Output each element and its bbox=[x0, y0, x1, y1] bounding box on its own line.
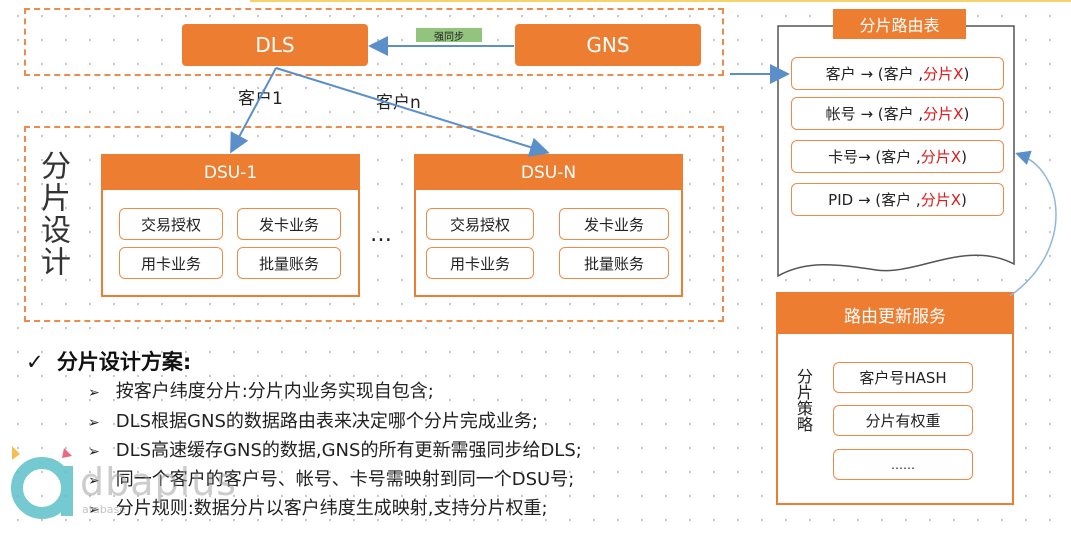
sync-badge: 强同步 bbox=[416, 28, 482, 43]
dsu-header-n: DSU-N bbox=[416, 156, 681, 190]
gns-label: GNS bbox=[586, 33, 630, 57]
plan-bullet-4: ➢ 同一个客户的客户号、帐号、卡号需映射到同一个DSU号; bbox=[88, 465, 574, 491]
routing-table-title: 分片路由表 bbox=[859, 16, 940, 35]
route-row-pid-suffix: ) bbox=[960, 190, 967, 209]
dsu-title-n: DSU-N bbox=[520, 163, 577, 183]
route-row-card: 卡号→ (客户 , 分片X) bbox=[791, 140, 1004, 173]
plan-bullet-text-4: 同一个客户的客户号、帐号、卡号需映射到同一个DSU号; bbox=[115, 469, 575, 490]
route-row-account: 帐号 → (客户 , 分片X) bbox=[791, 97, 1004, 130]
strategy-more: …… bbox=[833, 449, 973, 480]
dsu1-item-trade-auth: 交易授权 bbox=[119, 208, 223, 240]
route-row-account-shard: 分片X bbox=[923, 105, 964, 123]
dsu-box-1: DSU-1 交易授权 发卡业务 用卡业务 批量账务 bbox=[101, 154, 360, 297]
route-update-curve-arrow bbox=[1009, 150, 1057, 297]
dsun-item-batch-accounting: 批量账务 bbox=[559, 247, 669, 279]
route-row-card-prefix: 卡号→ (客户 , bbox=[828, 148, 921, 166]
strategy-shard-weight: 分片有权重 bbox=[833, 405, 973, 436]
plan-bullet-3: ➢ DLS高速缓存GNS的数据,GNS的所有更新需强同步给DLS; bbox=[88, 436, 582, 462]
dsun-item-trade-auth: 交易授权 bbox=[426, 208, 534, 240]
route-update-header: 路由更新服务 bbox=[778, 294, 1012, 334]
dsu-box-n: DSU-N 交易授权 发卡业务 用卡业务 批量账务 bbox=[414, 154, 683, 297]
route-row-account-prefix: 帐号 → (客户 , bbox=[825, 105, 924, 123]
route-row-customer: 客户 → (客户 , 分片X) bbox=[791, 57, 1004, 90]
dsun-item-card-issue: 发卡业务 bbox=[559, 208, 669, 240]
plan-bullet-text-5: 分片规则:数据分片以客户纬度生成映射,支持分片权重; bbox=[115, 498, 548, 519]
shard-design-title: 分片设计 bbox=[35, 150, 70, 278]
route-row-card-suffix: ) bbox=[961, 147, 967, 166]
check-mark-icon: ✓ bbox=[26, 350, 44, 374]
route-row-card-shard: 分片X bbox=[920, 148, 962, 166]
bullet-arrow-icon: ➢ bbox=[88, 415, 100, 431]
route-row-account-suffix: ) bbox=[963, 104, 970, 123]
plan-bullet-text-2: DLS根据GNS的数据路由表来决定哪个分片完成业务; bbox=[115, 411, 538, 432]
dsu1-item-card-use: 用卡业务 bbox=[119, 247, 223, 279]
plan-bullet-text-1: 按客户纬度分片:分片内业务实现自包含; bbox=[115, 381, 434, 402]
bullet-arrow-icon: ➢ bbox=[88, 444, 100, 460]
plan-bullet-5: ➢ 分片规则:数据分片以客户纬度生成映射,支持分片权重; bbox=[88, 494, 548, 520]
route-update-box: 路由更新服务 分片策略 客户号HASH 分片有权重 …… bbox=[776, 292, 1014, 505]
plan-heading: 分片设计方案: bbox=[56, 350, 192, 374]
plan-bullet-1: ➢ 按客户纬度分片:分片内业务实现自包含; bbox=[88, 377, 434, 403]
dsu-header-1: DSU-1 bbox=[103, 156, 358, 190]
dls-label: DLS bbox=[255, 33, 295, 57]
clientn-label: 客户n bbox=[376, 93, 421, 113]
plan-bullet-2: ➢ DLS根据GNS的数据路由表来决定哪个分片完成业务; bbox=[88, 407, 538, 433]
route-row-pid-shard: 分片X bbox=[920, 191, 961, 209]
strategy-customer-hash: 客户号HASH bbox=[833, 362, 973, 393]
sync-label: 强同步 bbox=[434, 31, 464, 43]
bullet-arrow-icon: ➢ bbox=[88, 385, 100, 401]
shard-strategy-label: 分片策略 bbox=[794, 368, 813, 432]
gns-node: GNS bbox=[515, 24, 701, 66]
dls-node: DLS bbox=[182, 24, 368, 66]
bullet-arrow-icon: ➢ bbox=[88, 473, 100, 489]
routing-table-title-bar: 分片路由表 bbox=[833, 9, 966, 39]
dbaplus-logo-icon bbox=[11, 446, 73, 519]
route-update-title: 路由更新服务 bbox=[844, 306, 946, 327]
dsu-title-1: DSU-1 bbox=[203, 163, 258, 183]
plan-bullet-text-3: DLS高速缓存GNS的数据,GNS的所有更新需强同步给DLS; bbox=[115, 440, 582, 461]
route-row-customer-prefix: 客户 → (客户 , bbox=[825, 65, 924, 83]
dsun-item-card-use: 用卡业务 bbox=[426, 247, 534, 279]
watermark-text: dbaplus bbox=[80, 460, 238, 504]
dsu1-item-card-issue: 发卡业务 bbox=[237, 208, 341, 240]
route-row-pid-prefix: PID → (客户 , bbox=[828, 191, 921, 209]
route-row-pid: PID → (客户 , 分片X) bbox=[791, 183, 1004, 216]
dsu1-item-batch-accounting: 批量账务 bbox=[237, 247, 341, 279]
route-row-customer-shard: 分片X bbox=[923, 65, 964, 83]
route-row-customer-suffix: ) bbox=[963, 64, 970, 83]
bullet-arrow-icon: ➢ bbox=[88, 502, 100, 518]
watermark-subtext: atabase bbox=[82, 503, 127, 516]
plan-heading-row: ✓ 分片设计方案: bbox=[26, 346, 191, 376]
top-rule bbox=[250, 0, 1071, 2]
dsu-ellipsis: … bbox=[370, 222, 392, 247]
client1-label: 客户1 bbox=[238, 89, 283, 109]
